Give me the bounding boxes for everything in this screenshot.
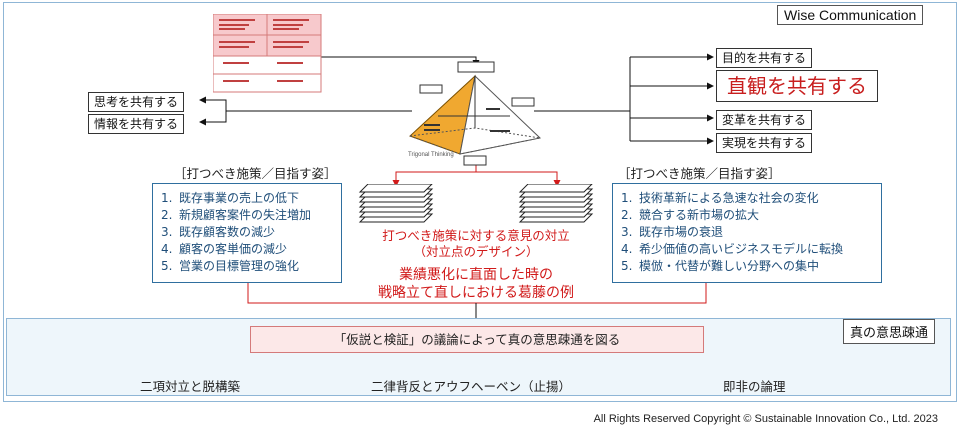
tag-share-thinking: 思考を共有する — [88, 92, 185, 112]
right-panel-heading: ［打つべき施策／目指す姿］ — [618, 166, 781, 181]
label-antinomy-aufheben: 二律背反とアウフヘーベン（止揚） — [371, 379, 572, 394]
brand-label: Wise Communication — [777, 5, 924, 25]
list-item: 2.新規顧客案件の失注増加 — [161, 208, 312, 222]
right-measures-panel: 1.技術革新による急速な社会の変化 2.競合する新市場の拡大 3.既存市場の衰退… — [612, 183, 882, 283]
list-item: 3.既存市場の衰退 — [621, 225, 724, 239]
list-item: 1.既存事業の売上の低下 — [161, 191, 300, 205]
trigonal-pyramid-diagram — [409, 61, 542, 166]
list-item: 3.既存顧客数の減少 — [161, 225, 276, 239]
list-item: 4.顧客の客単価の減少 — [161, 242, 288, 256]
matrix-thumbnail-image — [213, 14, 322, 93]
diagram-caption: Trigonal Thinking — [408, 152, 454, 158]
label-binary-opposition: 二項対立と脱構築 — [140, 379, 241, 394]
copyright-text: All Rights Reserved Copyright © Sustaina… — [593, 413, 938, 425]
label-sokuhi-logic: 即非の論理 — [723, 379, 786, 394]
example-text: 業績悪化に直面した時の 戦略立て直しにおける葛藤の例 — [378, 267, 574, 301]
list-item: 5.模倣・代替が難しい分野への集中 — [621, 259, 820, 273]
opposition-text: 打つべき施策に対する意見の対立 （対立点のデザイン） — [382, 228, 570, 259]
outer-frame — [3, 2, 957, 402]
tag-share-intuition: 直観を共有する — [716, 70, 878, 102]
list-item: 5.営業の目標管理の強化 — [161, 259, 300, 273]
tag-share-transformation: 変革を共有する — [716, 110, 813, 130]
true-communication-title: 真の意思疎通 — [843, 319, 936, 344]
hypothesis-verification-box: 「仮説と検証」の議論によって真の意思疎通を図る — [250, 326, 704, 353]
left-panel-heading: ［打つべき施策／目指す姿］ — [174, 166, 337, 181]
list-item: 2.競合する新市場の拡大 — [621, 208, 760, 222]
tag-share-realization: 実現を共有する — [716, 133, 813, 153]
list-item: 4.希少価値の高いビジネスモデルに転換 — [621, 242, 844, 256]
tag-share-purpose: 目的を共有する — [716, 48, 813, 68]
paper-stack-left-icon — [358, 184, 434, 223]
left-measures-panel: 1.既存事業の売上の低下 2.新規顧客案件の失注増加 3.既存顧客数の減少 4.… — [152, 183, 342, 283]
list-item: 1.技術革新による急速な社会の変化 — [621, 191, 819, 205]
paper-stack-right-icon — [518, 184, 594, 223]
tag-share-information: 情報を共有する — [88, 114, 185, 134]
